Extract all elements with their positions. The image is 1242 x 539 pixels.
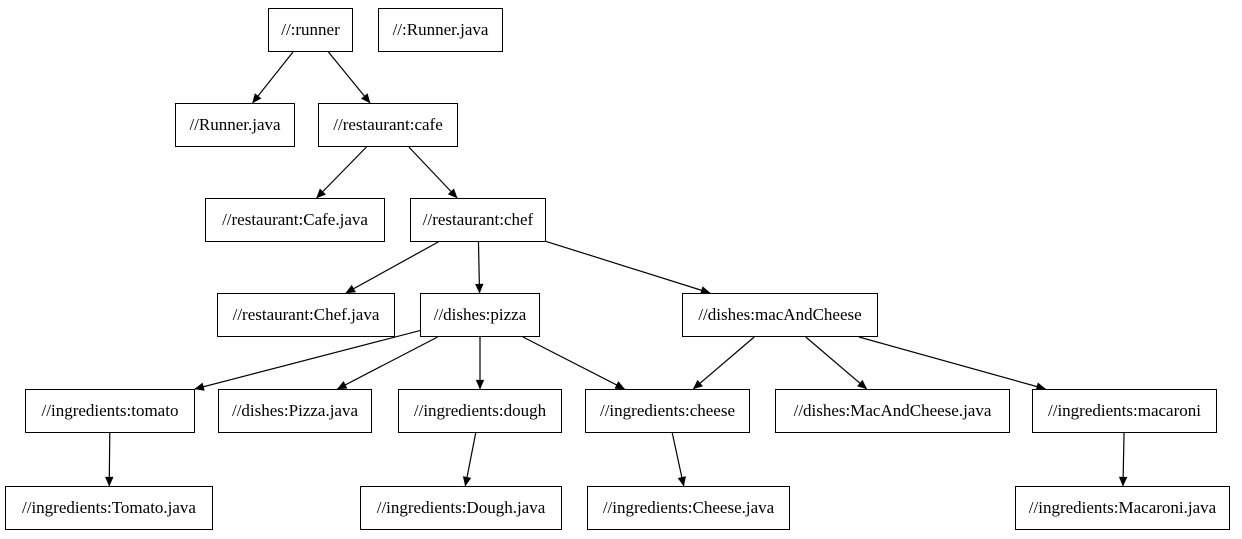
graph-node-label: //ingredients:Dough.java bbox=[376, 498, 546, 517]
edge-chef-to-pizza bbox=[475, 241, 484, 294]
graph-node-macaroni: //ingredients:macaroni bbox=[1032, 389, 1217, 433]
graph-node-tomato_java: //ingredients:Tomato.java bbox=[5, 486, 213, 530]
graph-node-label: //restaurant:chef bbox=[422, 210, 534, 229]
graph-node-label: //dishes:MacAndCheese.java bbox=[793, 401, 992, 420]
graph-node-label: //dishes:pizza bbox=[433, 305, 527, 324]
graph-node-label: //ingredients:tomato bbox=[41, 401, 179, 420]
edge-dough-to-dough_java bbox=[462, 432, 477, 487]
edge-mac_and_cheese-to-cheese bbox=[692, 336, 755, 390]
graph-node-label: //ingredients:dough bbox=[413, 401, 547, 420]
graph-node-runner: //:runner bbox=[268, 8, 353, 52]
graph-node-tomato: //ingredients:tomato bbox=[25, 389, 195, 433]
graph-node-label: //:runner bbox=[281, 20, 340, 39]
graph-node-label: //restaurant:Cafe.java bbox=[222, 210, 368, 229]
graph-node-label: //ingredients:macaroni bbox=[1048, 401, 1201, 420]
graph-node-label: //ingredients:Cheese.java bbox=[602, 498, 775, 517]
edge-cheese-to-cheese_java bbox=[671, 432, 686, 487]
graph-node-cafe_java: //restaurant:Cafe.java bbox=[205, 198, 385, 242]
graph-node-cafe: //restaurant:cafe bbox=[318, 103, 458, 147]
graph-node-mac_and_cheese_java: //dishes:MacAndCheese.java bbox=[775, 389, 1010, 433]
graph-node-label: //ingredients:Tomato.java bbox=[22, 498, 196, 517]
graph-node-label: //restaurant:Chef.java bbox=[232, 305, 380, 324]
graph-node-mac_and_cheese: //dishes:macAndCheese bbox=[682, 293, 878, 337]
edge-chef-to-chef_java bbox=[345, 241, 439, 294]
graph-node-dough_java: //ingredients:Dough.java bbox=[360, 486, 562, 530]
edge-cafe-to-chef bbox=[408, 146, 458, 199]
graph-node-runner_java: //Runner.java bbox=[175, 103, 295, 147]
graph-node-cheese_java: //ingredients:Cheese.java bbox=[587, 486, 790, 530]
graph-node-dough: //ingredients:dough bbox=[398, 389, 562, 433]
edge-pizza-to-tomato bbox=[194, 329, 421, 391]
graph-node-label: //:Runner.java bbox=[392, 20, 489, 39]
edge-pizza-to-pizza_java bbox=[336, 336, 438, 390]
edge-tomato-to-tomato_java bbox=[105, 432, 114, 487]
graph-node-label: //Runner.java bbox=[189, 115, 281, 134]
graph-node-label: //dishes:Pizza.java bbox=[231, 401, 359, 420]
edge-runner-to-runner_java bbox=[252, 51, 294, 104]
graph-node-cheese: //ingredients:cheese bbox=[585, 389, 750, 433]
graph-node-label: //restaurant:cafe bbox=[333, 115, 443, 134]
graph-node-chef_java: //restaurant:Chef.java bbox=[217, 293, 395, 337]
graph-node-label: //ingredients:cheese bbox=[599, 401, 735, 420]
graph-node-label: //ingredients:Macaroni.java bbox=[1028, 498, 1217, 517]
graph-node-chef: //restaurant:chef bbox=[410, 198, 546, 242]
edge-chef-to-mac_and_cheese bbox=[545, 240, 711, 295]
graph-node-label: //dishes:macAndCheese bbox=[698, 305, 862, 324]
graph-node-pizza: //dishes:pizza bbox=[420, 293, 540, 337]
edge-macaroni-to-macaroni_java bbox=[1118, 432, 1128, 487]
graph-node-runner_java_root: //:Runner.java bbox=[378, 8, 503, 52]
edge-pizza-to-cheese bbox=[522, 336, 625, 390]
edge-cafe-to-cafe_java bbox=[316, 146, 367, 199]
edge-mac_and_cheese-to-mac_and_cheese_java bbox=[805, 336, 868, 390]
edge-runner-to-cafe bbox=[327, 51, 371, 104]
graph-node-macaroni_java: //ingredients:Macaroni.java bbox=[1015, 486, 1230, 530]
graph-node-pizza_java: //dishes:Pizza.java bbox=[218, 389, 372, 433]
edge-mac_and_cheese-to-macaroni bbox=[858, 336, 1047, 391]
